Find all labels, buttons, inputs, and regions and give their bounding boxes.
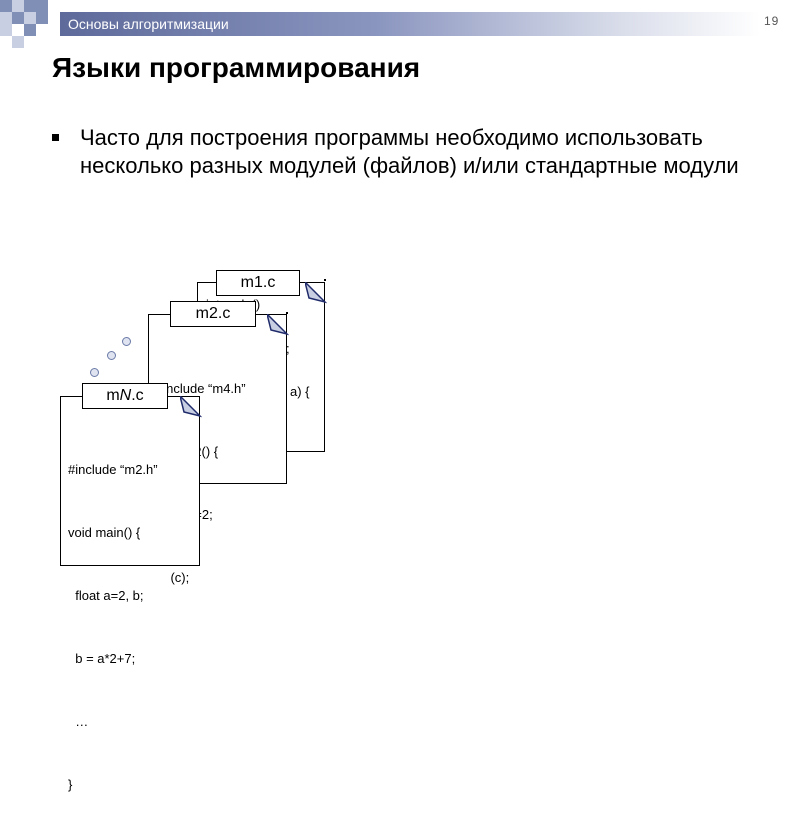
document-label-mn: mN.c	[82, 383, 168, 409]
code-fragment: ;	[286, 341, 290, 356]
document-label-m2: m2.c	[170, 301, 256, 327]
connector-dot	[122, 337, 131, 346]
header-square	[0, 24, 12, 36]
page-fold-icon	[267, 314, 289, 336]
bullet-text: Часто для построения программы необходим…	[80, 125, 739, 178]
label-part: N	[119, 387, 132, 404]
code-line: (c);	[156, 570, 190, 585]
connector-dot	[90, 368, 99, 377]
header-square	[0, 0, 12, 12]
header-title: Основы алгоритмизации	[68, 16, 229, 32]
label-part: .c	[131, 387, 144, 404]
header-square	[24, 0, 36, 12]
ellipsis-dot	[286, 312, 288, 314]
header-square	[12, 36, 24, 48]
code-line: }	[68, 777, 73, 792]
code-line: …	[68, 714, 89, 729]
code-block-mn: #include “m2.h” void main() { float a=2,…	[68, 417, 158, 816]
code-line: float a=2, b;	[68, 588, 144, 603]
header-square	[12, 12, 24, 24]
header-bar	[60, 12, 760, 36]
code-line: b = a*2+7;	[68, 651, 136, 666]
header-square	[36, 12, 48, 24]
page-fold-icon	[305, 282, 327, 304]
code-line: #include “m2.h”	[68, 462, 158, 477]
page-number: 19	[764, 14, 780, 28]
header-square	[36, 0, 48, 12]
page-fold-icon	[180, 396, 202, 418]
code-line: void main() {	[68, 525, 141, 540]
bullet-marker	[52, 134, 59, 141]
ellipsis-dot	[324, 279, 326, 281]
header-square	[24, 24, 36, 36]
header-square	[12, 0, 24, 12]
label-part: m	[106, 387, 120, 404]
code-fragment: a) {	[290, 384, 310, 399]
slide-title: Языки программирования	[52, 52, 421, 83]
code-line: #include “m4.h”	[156, 381, 246, 396]
connector-dot	[107, 351, 116, 360]
header-square	[0, 12, 12, 24]
document-label-m1: m1.c	[216, 270, 300, 296]
header-square	[24, 12, 36, 24]
